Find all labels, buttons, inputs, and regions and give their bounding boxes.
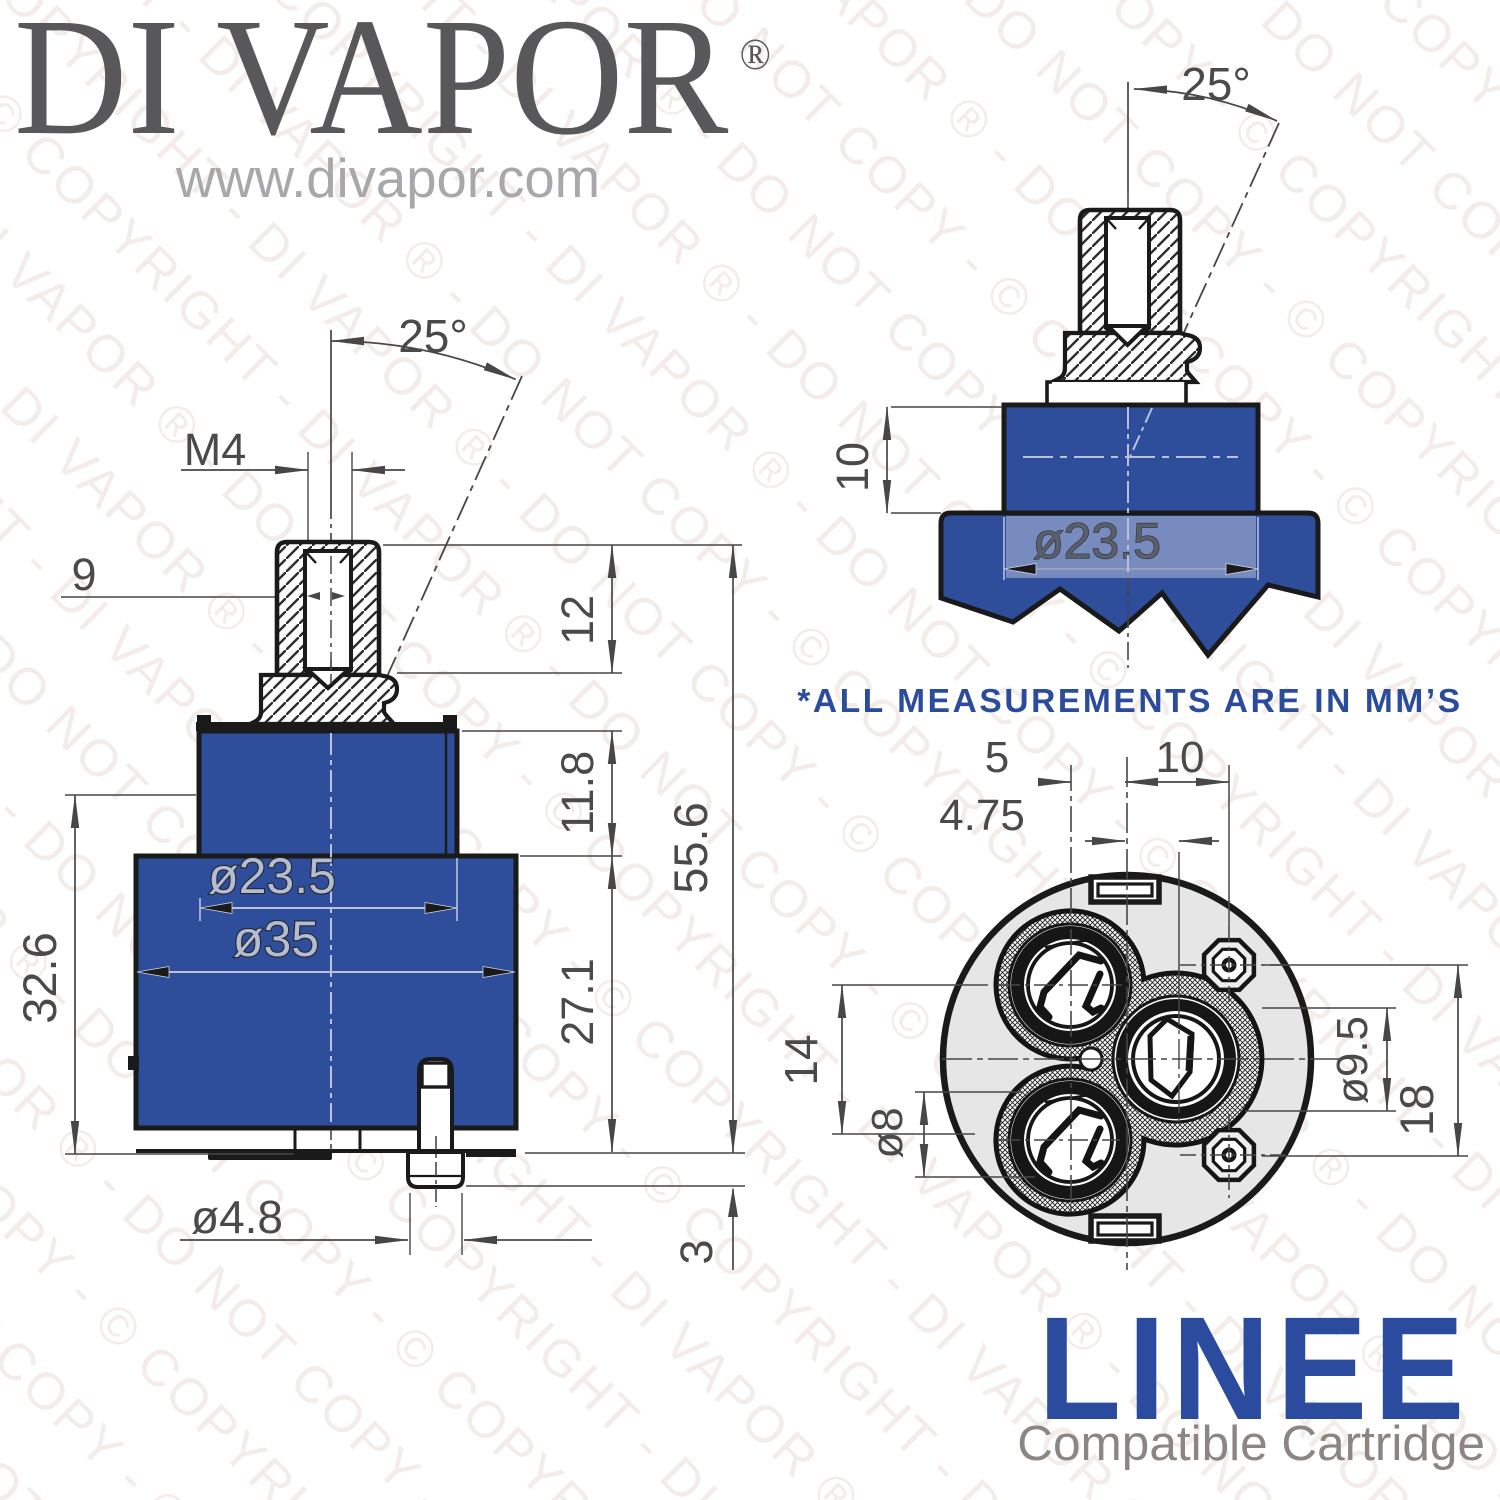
svg-text:11.8: 11.8 [552, 751, 603, 835]
svg-text:ø8: ø8 [863, 1107, 912, 1158]
svg-text:10: 10 [1156, 733, 1205, 782]
svg-text:55.6: 55.6 [664, 802, 717, 893]
svg-text:ø9.5: ø9.5 [1328, 1016, 1377, 1104]
svg-text:32.6: 32.6 [13, 932, 66, 1023]
svg-text:ø35: ø35 [233, 911, 319, 967]
svg-text:3: 3 [671, 1239, 722, 1264]
svg-text:ø23.5: ø23.5 [1033, 513, 1161, 569]
svg-text:5: 5 [985, 733, 1009, 782]
svg-text:4.75: 4.75 [939, 791, 1025, 840]
svg-text:25°: 25° [1181, 58, 1251, 110]
svg-text:M4: M4 [184, 424, 247, 475]
svg-text:ø23.5: ø23.5 [208, 848, 336, 904]
svg-text:14: 14 [775, 1034, 827, 1085]
svg-text:10: 10 [827, 442, 878, 492]
svg-text:*ALL MEASUREMENTS ARE IN MM’S: *ALL MEASUREMENTS ARE IN MM’S [797, 683, 1462, 720]
svg-text:25°: 25° [398, 310, 468, 362]
svg-text:18: 18 [1390, 1084, 1443, 1136]
svg-text:27.1: 27.1 [552, 958, 603, 1046]
svg-text:ø4.8: ø4.8 [191, 1191, 283, 1243]
svg-text:12: 12 [552, 595, 603, 645]
svg-text:9: 9 [71, 549, 96, 600]
